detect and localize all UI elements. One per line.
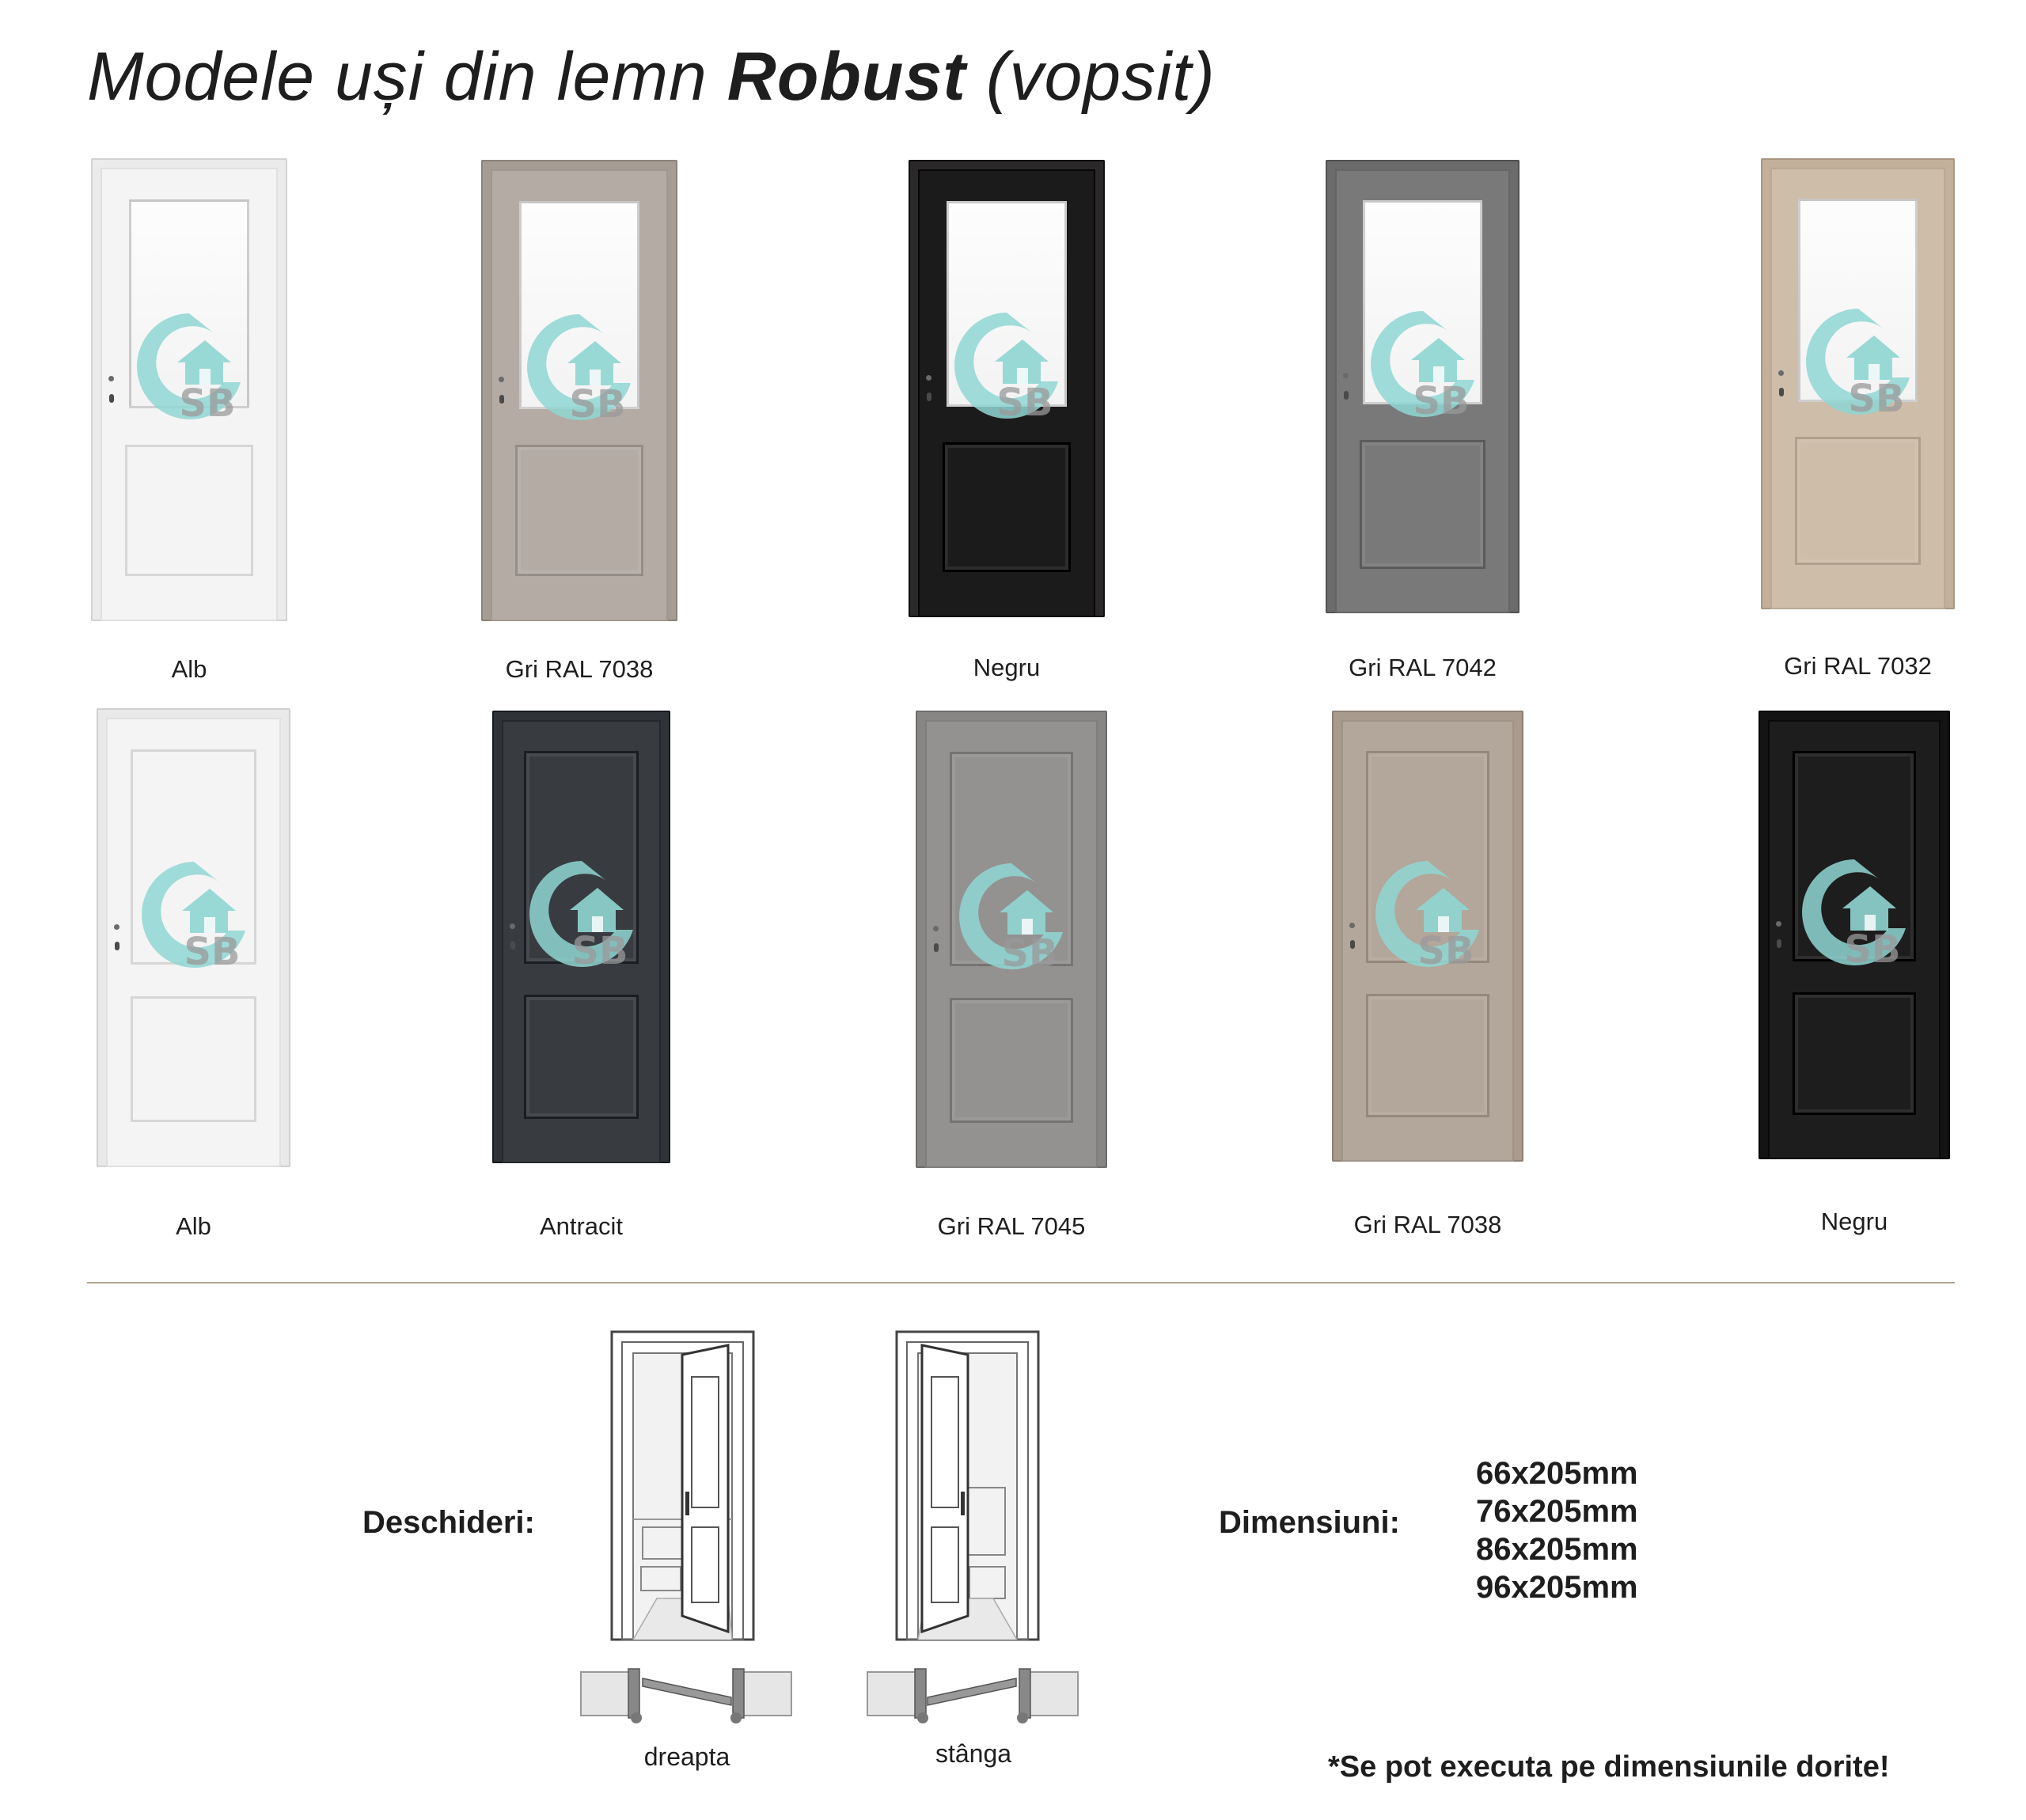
door-handle-icon xyxy=(1343,373,1349,379)
door-panel xyxy=(1359,440,1486,569)
opening-left-label: stânga xyxy=(935,1739,1012,1768)
door-panel-top xyxy=(130,749,257,965)
dimensions-list: 66x205mm 76x205mm 86x205mm 96x205mm xyxy=(1476,1454,1638,1606)
dimension-item: 66x205mm xyxy=(1476,1456,1638,1491)
panel-caption-3: Gri RAL 7038 xyxy=(1353,1211,1502,1238)
door-sketch-right-icon xyxy=(610,1330,755,1641)
door-sketch-left-icon xyxy=(895,1330,1040,1641)
door-panel xyxy=(943,442,1071,573)
door-glass xyxy=(518,200,640,409)
door-plan-right-icon xyxy=(580,1668,792,1723)
glass-caption-0: Alb xyxy=(171,655,207,683)
door-panel-bottom xyxy=(1792,992,1917,1116)
door-panel-bottom xyxy=(130,996,257,1123)
door-handle-icon xyxy=(933,925,939,931)
glass-caption-4: Gri RAL 7032 xyxy=(1784,652,1932,680)
door-panel-bottom xyxy=(1365,993,1490,1118)
panel-caption-0: Alb xyxy=(176,1212,211,1240)
door-lock-icon xyxy=(499,394,504,404)
glass-caption-3: Gri RAL 7042 xyxy=(1349,654,1497,681)
glass-door-1 xyxy=(481,160,677,621)
page-title: Modele uși din lemn Robust (vopsit) xyxy=(87,38,1216,116)
glass-door-2 xyxy=(909,160,1105,617)
section-divider xyxy=(87,1282,1955,1283)
door-panel xyxy=(1794,437,1922,566)
title-prefix: Modele uși din lemn xyxy=(87,39,727,115)
door-panel-top xyxy=(1792,750,1917,962)
glass-caption-1: Gri RAL 7038 xyxy=(505,655,654,683)
door-plan-left-icon xyxy=(867,1668,1079,1723)
door-glass xyxy=(1798,199,1918,402)
door-lock-icon xyxy=(1777,938,1781,948)
door-handle-icon xyxy=(1778,370,1784,376)
door-glass xyxy=(946,200,1068,407)
panel-door-1 xyxy=(492,711,670,1163)
openings-label: Deschideri: xyxy=(362,1505,535,1540)
door-panel-top xyxy=(524,751,639,964)
glass-caption-2: Negru xyxy=(973,654,1041,681)
opening-right-label: dreapta xyxy=(643,1742,730,1771)
door-glass xyxy=(1363,200,1482,405)
door-lock-icon xyxy=(109,393,114,403)
custom-size-footnote: *Se pot executa pe dimensiunile dorite! xyxy=(1328,1750,1890,1784)
door-handle-icon xyxy=(114,923,120,930)
door-lock-icon xyxy=(1350,940,1355,950)
door-panel-bottom xyxy=(524,995,639,1119)
panel-door-4 xyxy=(1759,711,1950,1159)
title-bold: Robust xyxy=(727,39,966,115)
panel-caption-4: Negru xyxy=(1820,1208,1888,1235)
glass-door-0 xyxy=(91,158,287,621)
dimension-item: 96x205mm xyxy=(1476,1570,1638,1605)
door-lock-icon xyxy=(115,942,120,951)
dimensions-label: Dimensiuni: xyxy=(1219,1505,1400,1540)
panel-door-2 xyxy=(916,711,1107,1168)
panel-door-3 xyxy=(1332,711,1523,1162)
door-handle-icon xyxy=(1349,922,1355,928)
door-handle-icon xyxy=(926,374,931,381)
door-panel xyxy=(515,445,643,576)
door-panel-bottom xyxy=(949,997,1074,1124)
glass-door-4 xyxy=(1761,158,1955,609)
door-handle-icon xyxy=(510,923,515,929)
door-lock-icon xyxy=(510,941,515,950)
glass-door-3 xyxy=(1326,160,1520,613)
panel-caption-2: Gri RAL 7045 xyxy=(937,1212,1086,1240)
door-panel xyxy=(125,444,253,576)
panel-caption-1: Antracit xyxy=(539,1212,624,1240)
door-handle-icon xyxy=(499,377,504,383)
door-lock-icon xyxy=(1779,388,1784,397)
dimension-item: 76x205mm xyxy=(1476,1494,1638,1529)
door-panel-top xyxy=(1365,751,1490,963)
door-lock-icon xyxy=(1344,390,1349,400)
door-glass xyxy=(128,199,250,408)
door-panel-top xyxy=(949,751,1074,967)
door-handle-icon xyxy=(1776,921,1781,927)
title-suffix: (vopsit) xyxy=(966,39,1216,115)
door-handle-icon xyxy=(108,376,114,382)
panel-door-0 xyxy=(97,708,290,1167)
dimension-item: 86x205mm xyxy=(1476,1532,1638,1567)
door-lock-icon xyxy=(934,943,939,953)
door-lock-icon xyxy=(927,392,931,402)
